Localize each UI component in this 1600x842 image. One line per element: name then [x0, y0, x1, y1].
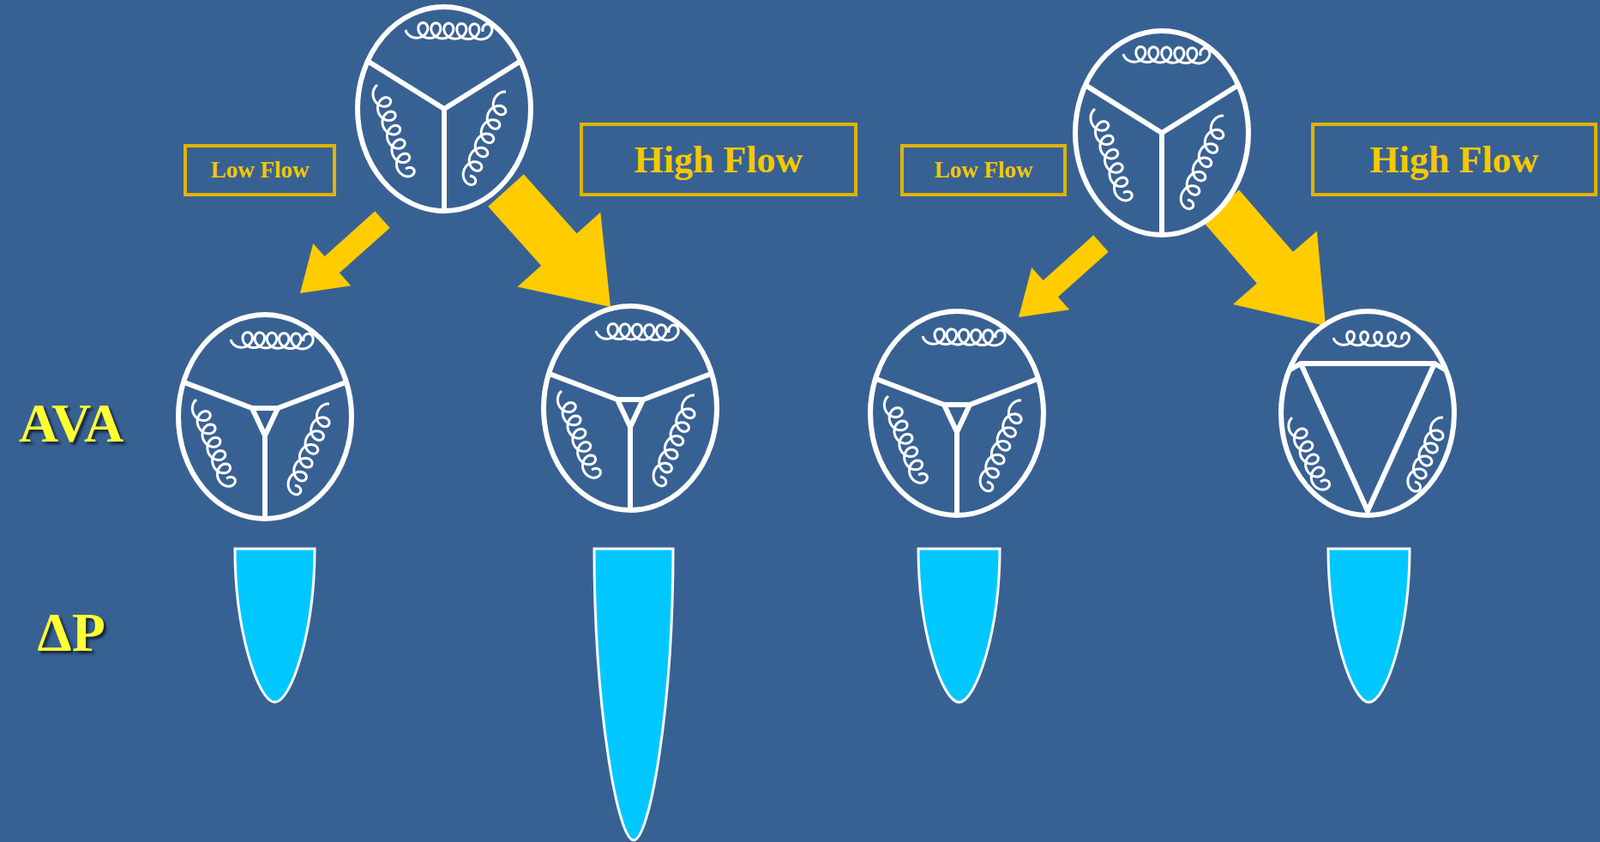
calcium-coil — [288, 403, 330, 495]
calcium-coil — [372, 84, 415, 177]
valve-annulus — [870, 311, 1044, 516]
valve-commissure — [627, 427, 633, 511]
axis-label: ΔP — [37, 601, 106, 665]
valve-commissure — [1434, 363, 1447, 371]
valve-commissure — [1159, 132, 1165, 235]
valve-commissure — [876, 378, 945, 405]
aortic-valve — [357, 6, 531, 211]
valve-commissure — [441, 108, 447, 211]
calcium-coil — [980, 400, 1022, 492]
pressure-jet — [234, 548, 315, 703]
aortic-valve — [178, 314, 352, 519]
calcium-coil — [1407, 417, 1444, 492]
flow-label: Low Flow — [204, 156, 317, 184]
flow-label: High Flow — [627, 138, 811, 182]
valve-annulus — [543, 306, 717, 511]
calcium-coil — [230, 332, 313, 350]
calcium-coil — [922, 329, 1005, 347]
calcium-coil — [557, 390, 601, 478]
valve-commissure — [954, 432, 960, 516]
flow-arrow — [300, 210, 391, 294]
flow-arrow — [1018, 234, 1109, 318]
calcium-coil — [1333, 331, 1409, 347]
valve-commissure — [1288, 363, 1301, 371]
calcium-coil — [1180, 115, 1224, 210]
valve-commissure — [252, 408, 278, 436]
valve-commissure — [944, 404, 970, 433]
valve-commissure — [262, 435, 268, 519]
calcium-coil — [1090, 108, 1132, 201]
flow-label-box: Low Flow — [183, 144, 337, 197]
pressure-jet — [918, 548, 1000, 703]
valve-annulus — [178, 314, 352, 519]
flow-label: Low Flow — [927, 156, 1041, 184]
aortic-valve — [543, 306, 717, 511]
calcium-coil — [1288, 417, 1330, 490]
pressure-jet — [594, 548, 674, 841]
aortic-valve — [1075, 30, 1249, 235]
aortic-valve — [1281, 311, 1455, 516]
valve-annulus — [1281, 311, 1455, 516]
valve-commissure — [1161, 85, 1238, 133]
aortic-valve — [870, 311, 1044, 516]
flow-label-box: High Flow — [1311, 122, 1598, 197]
axis-label: AVA — [18, 391, 124, 456]
valve-commissure — [969, 378, 1038, 405]
valve-annulus — [357, 6, 531, 211]
valve-commissure — [643, 373, 711, 400]
valve-commissure — [277, 382, 346, 409]
flow-label-box: Low Flow — [900, 144, 1067, 197]
calcium-coil — [463, 91, 506, 186]
valve-commissure — [617, 399, 644, 428]
valve-annulus — [1075, 30, 1249, 235]
calcium-coil — [405, 23, 493, 40]
calcium-coil — [653, 395, 695, 487]
flow-label-box: High Flow — [579, 122, 858, 197]
calcium-coil — [1123, 47, 1210, 64]
flow-label: High Flow — [1363, 138, 1546, 182]
valve-commissure — [444, 61, 520, 109]
valve-commissure — [184, 382, 253, 409]
pressure-jet — [1328, 548, 1410, 703]
calcium-coil — [595, 324, 679, 342]
calcium-coil — [192, 399, 235, 487]
valve-commissure — [549, 373, 618, 400]
calcium-coil — [884, 396, 927, 483]
